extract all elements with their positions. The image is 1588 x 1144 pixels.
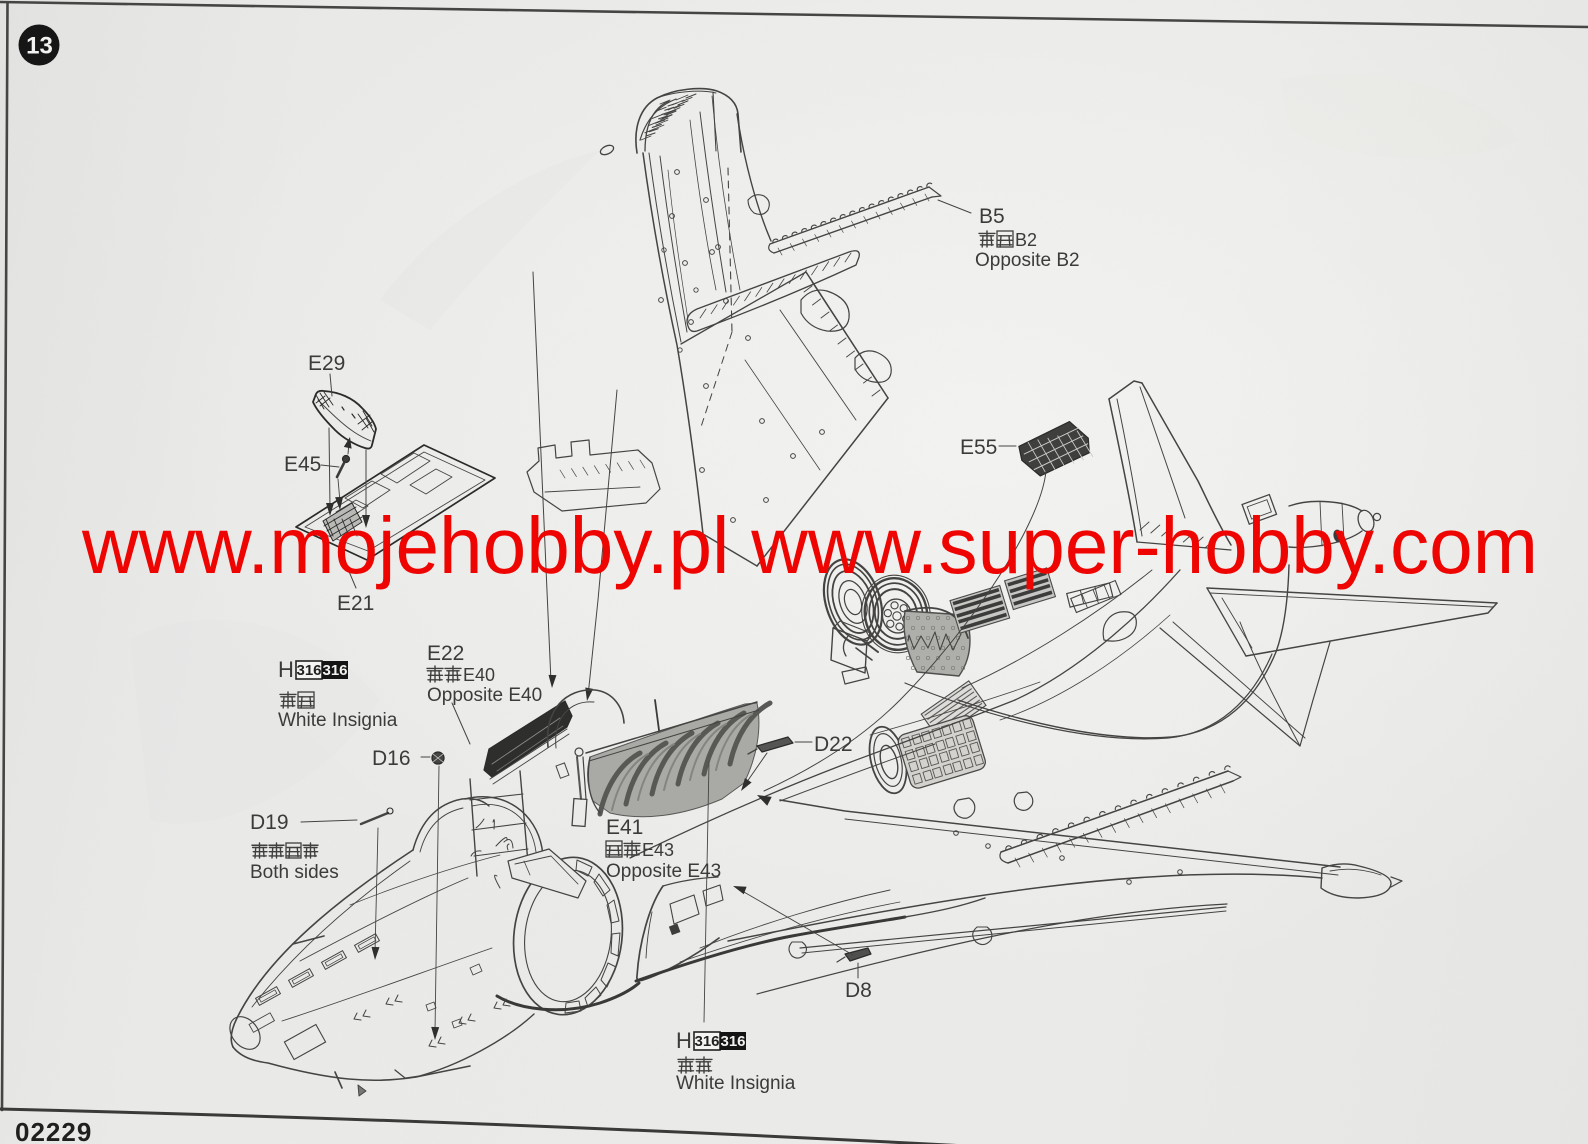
svg-text:Both sides: Both sides bbox=[250, 862, 339, 883]
svg-text:E22: E22 bbox=[427, 642, 464, 665]
svg-text:D8: D8 bbox=[845, 979, 872, 1002]
svg-text:13: 13 bbox=[26, 33, 53, 60]
svg-text:D22: D22 bbox=[814, 733, 853, 756]
svg-text:Opposite B2: Opposite B2 bbox=[975, 250, 1080, 271]
svg-text:E21: E21 bbox=[337, 592, 374, 615]
svg-text:E43: E43 bbox=[642, 840, 674, 860]
svg-text:B5: B5 bbox=[979, 205, 1005, 228]
svg-text:E40: E40 bbox=[463, 665, 495, 685]
svg-text:D16: D16 bbox=[372, 747, 411, 770]
svg-text:White Insignia: White Insignia bbox=[676, 1073, 796, 1094]
svg-text:E41: E41 bbox=[606, 816, 643, 839]
svg-text:316: 316 bbox=[322, 662, 347, 679]
svg-text:E45: E45 bbox=[284, 453, 321, 476]
svg-text:Opposite E43: Opposite E43 bbox=[606, 861, 721, 882]
svg-text:B2: B2 bbox=[1015, 230, 1037, 250]
svg-text:www.mojehobby.pl www.super-hob: www.mojehobby.pl www.super-hobby.com bbox=[81, 501, 1538, 590]
svg-text:White Insignia: White Insignia bbox=[278, 710, 398, 731]
svg-text:H: H bbox=[278, 657, 294, 682]
svg-text:E29: E29 bbox=[308, 352, 345, 375]
svg-text:Opposite E40: Opposite E40 bbox=[427, 685, 542, 706]
svg-text:316: 316 bbox=[720, 1033, 745, 1050]
svg-text:H: H bbox=[676, 1028, 692, 1053]
svg-text:316: 316 bbox=[694, 1033, 719, 1050]
svg-text:02229: 02229 bbox=[15, 1117, 92, 1144]
svg-text:E55: E55 bbox=[960, 436, 997, 459]
svg-text:D19: D19 bbox=[250, 811, 289, 834]
svg-text:316: 316 bbox=[296, 662, 321, 679]
